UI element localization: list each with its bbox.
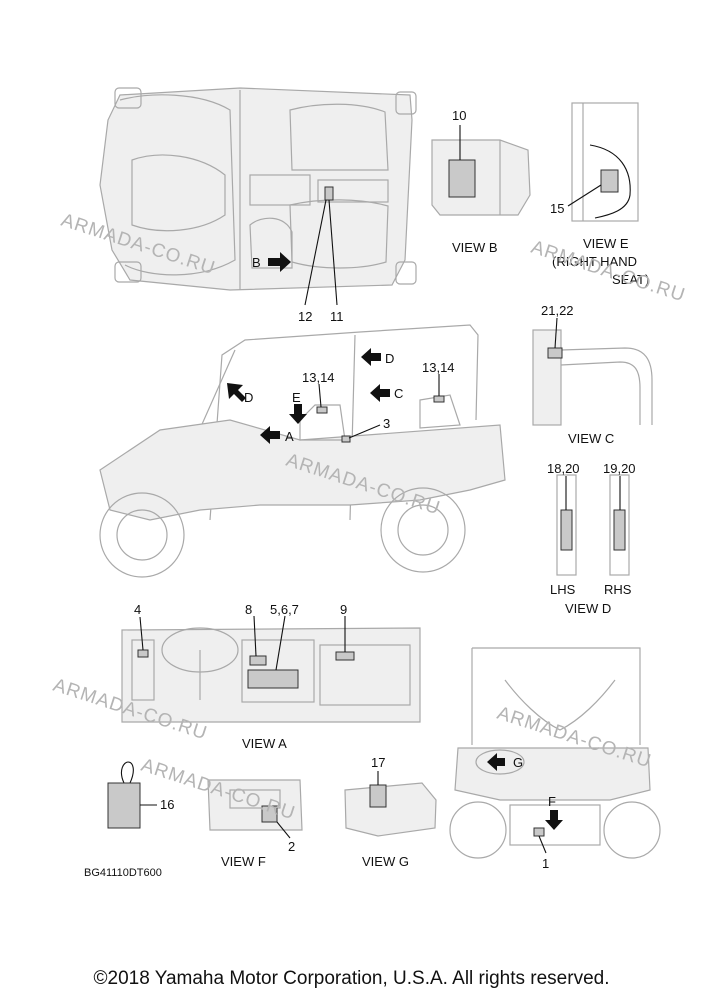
view-b-arrow-icon <box>268 252 291 272</box>
arrow-label-a: A <box>285 429 294 444</box>
callout-12: 12 <box>298 309 312 324</box>
callout-1: 1 <box>542 856 549 871</box>
callout-18-20: 18,20 <box>547 461 580 476</box>
leader-8 <box>253 615 257 657</box>
decal-5-6-7-marker <box>247 669 299 689</box>
leader-13-14-front <box>318 383 322 408</box>
decal-8-marker <box>249 655 267 666</box>
top-view-vehicle <box>99 87 417 291</box>
view-e-panel <box>571 102 639 222</box>
view-c-label: VIEW C <box>568 431 614 446</box>
callout-13-14-front: 13,14 <box>302 370 335 385</box>
view-g-label: VIEW G <box>362 854 409 869</box>
view-e-label: VIEW E <box>583 236 629 251</box>
arrow-label-c: C <box>394 386 403 401</box>
arrow-label-f: F <box>548 794 556 809</box>
callout-4: 4 <box>134 602 141 617</box>
arrow-label-b: B <box>252 255 261 270</box>
callout-2: 2 <box>288 839 295 854</box>
leader-15 <box>567 184 602 207</box>
arrow-label-d-right: D <box>385 351 394 366</box>
side-view-vehicle <box>99 324 506 578</box>
decal-16-marker <box>107 782 141 829</box>
view-d-arrow-left-icon <box>227 383 246 402</box>
hang-tag-16 <box>107 761 141 829</box>
callout-3: 3 <box>383 416 390 431</box>
callout-9: 9 <box>340 602 347 617</box>
view-c-arrow-icon <box>370 384 390 402</box>
callout-5-6-7: 5,6,7 <box>270 602 299 617</box>
view-g-arrow-icon <box>487 753 505 771</box>
view-e-label-3: SEAT) <box>612 272 649 287</box>
decal-13-14-rear-marker <box>433 395 445 403</box>
callout-17: 17 <box>371 755 385 770</box>
callout-8: 8 <box>245 602 252 617</box>
decal-9-marker <box>335 651 355 661</box>
view-a-dashboard <box>121 627 421 723</box>
view-d-label: VIEW D <box>565 601 611 616</box>
decal-17-marker <box>369 784 387 808</box>
rhs-label: RHS <box>604 582 632 597</box>
leader-11 <box>328 199 338 306</box>
part-code: BG41110DT600 <box>84 867 162 879</box>
decal-1-marker <box>533 827 545 837</box>
callout-15: 15 <box>550 201 564 216</box>
view-f-panel <box>207 779 303 831</box>
decal-10-marker <box>448 159 476 198</box>
callout-16: 16 <box>160 797 174 812</box>
view-a-label: VIEW A <box>242 736 287 751</box>
arrow-label-d-left: D <box>244 390 253 405</box>
view-b-label: VIEW B <box>452 240 498 255</box>
view-g-panel <box>344 782 437 837</box>
view-e-arrow-icon <box>289 404 307 424</box>
decal-3-marker <box>341 435 351 443</box>
leader-4 <box>139 616 144 651</box>
callout-13-14-rear: 13,14 <box>422 360 455 375</box>
view-f-label: VIEW F <box>221 854 266 869</box>
view-b-panel <box>431 139 531 216</box>
leader-1 <box>538 835 547 854</box>
arrow-label-g: G <box>513 755 523 770</box>
view-f-arrow-icon <box>545 810 563 830</box>
leader-3 <box>348 424 381 439</box>
decal-13-14-front-marker <box>316 406 328 414</box>
arrow-label-e: E <box>292 390 301 405</box>
callout-10: 10 <box>452 108 466 123</box>
decal-19-20-marker <box>613 509 626 551</box>
view-a-arrow-icon <box>260 426 280 444</box>
view-d-panel <box>556 474 630 576</box>
view-e-label-2: (RIGHT HAND <box>552 254 637 269</box>
callout-21-22: 21,22 <box>541 303 574 318</box>
leader-5-6-7 <box>275 615 286 671</box>
decal-11-marker <box>324 186 334 201</box>
copyright-notice: ©2018 Yamaha Motor Corporation, U.S.A. A… <box>93 968 610 989</box>
decal-15-marker <box>600 169 619 193</box>
leader-21-22 <box>554 317 558 349</box>
lhs-label: LHS <box>550 582 576 597</box>
leader-12 <box>304 199 327 306</box>
view-c-panel <box>532 329 653 426</box>
decal-21-22-marker <box>547 347 563 359</box>
decal-18-20-marker <box>560 509 573 551</box>
decal-4-marker <box>137 649 149 658</box>
callout-19-20: 19,20 <box>603 461 636 476</box>
callout-11: 11 <box>330 309 344 324</box>
view-d-arrow-right-icon <box>361 348 381 366</box>
leader-2 <box>276 821 291 839</box>
decal-2-marker <box>261 805 278 823</box>
